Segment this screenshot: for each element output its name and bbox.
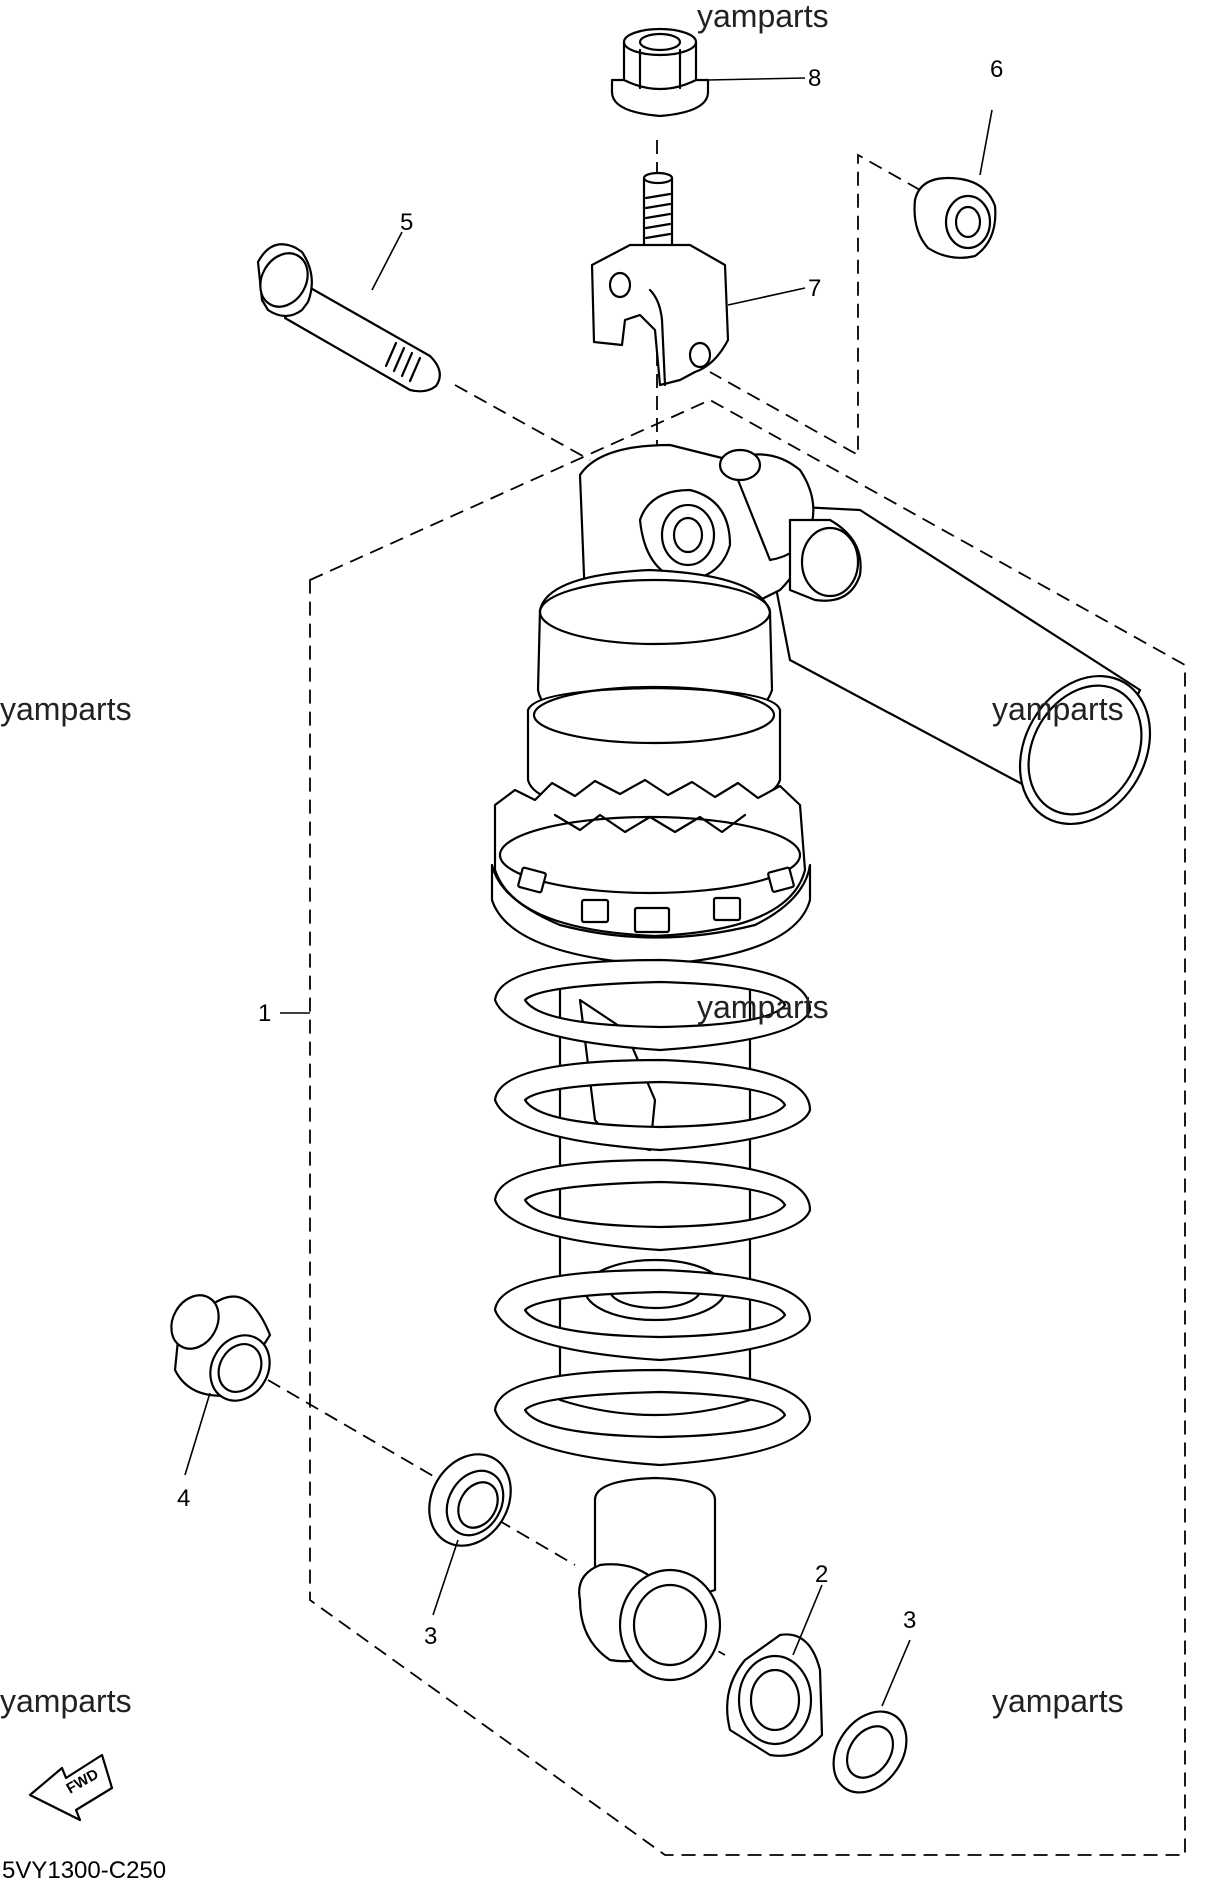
part-7-bracket	[590, 171, 730, 387]
callout-3-left: 3	[424, 1623, 437, 1650]
assembly-outline	[309, 398, 1186, 1856]
watermarks: yamparts yamparts yamparts yamparts yamp…	[0, 0, 1124, 1719]
watermark-right: yamparts	[992, 691, 1124, 727]
callout-6: 6	[990, 56, 1003, 83]
shock-lower-eye	[578, 1476, 722, 1682]
part-3-seal-right	[832, 1710, 908, 1794]
watermark-bottom-right: yamparts	[992, 1683, 1124, 1719]
part-2-collar	[726, 1633, 824, 1757]
part-4-bearing	[170, 1294, 272, 1402]
watermark-center: yamparts	[697, 989, 829, 1025]
callout-5: 5	[400, 209, 413, 236]
callout-8: 8	[808, 65, 821, 92]
coil-spring	[493, 958, 812, 1467]
callout-7: 7	[808, 275, 821, 302]
callout-2: 2	[815, 1561, 828, 1588]
part-8-flange-nut	[610, 27, 710, 118]
watermark-left: yamparts	[0, 691, 132, 727]
watermark-bottom-left: yamparts	[0, 1683, 132, 1719]
shock-upper-body	[526, 568, 782, 814]
spring-preload-adjuster	[490, 778, 812, 967]
watermark-top: yamparts	[697, 0, 829, 34]
diagram-code: 5VY1300-C250	[2, 1857, 166, 1884]
part-3-seal-left	[428, 1453, 512, 1547]
callout-1: 1	[258, 1000, 271, 1027]
callout-4: 4	[177, 1485, 190, 1512]
callout-numbers: 8 6 5 7 1 4 3 2 3	[177, 56, 1003, 1650]
leader-lines	[184, 77, 993, 1707]
fwd-arrow-icon: FWD	[28, 1753, 114, 1822]
part-5-bolt	[256, 243, 441, 393]
callout-3-right: 3	[903, 1607, 916, 1634]
part-6-nut	[913, 176, 997, 259]
